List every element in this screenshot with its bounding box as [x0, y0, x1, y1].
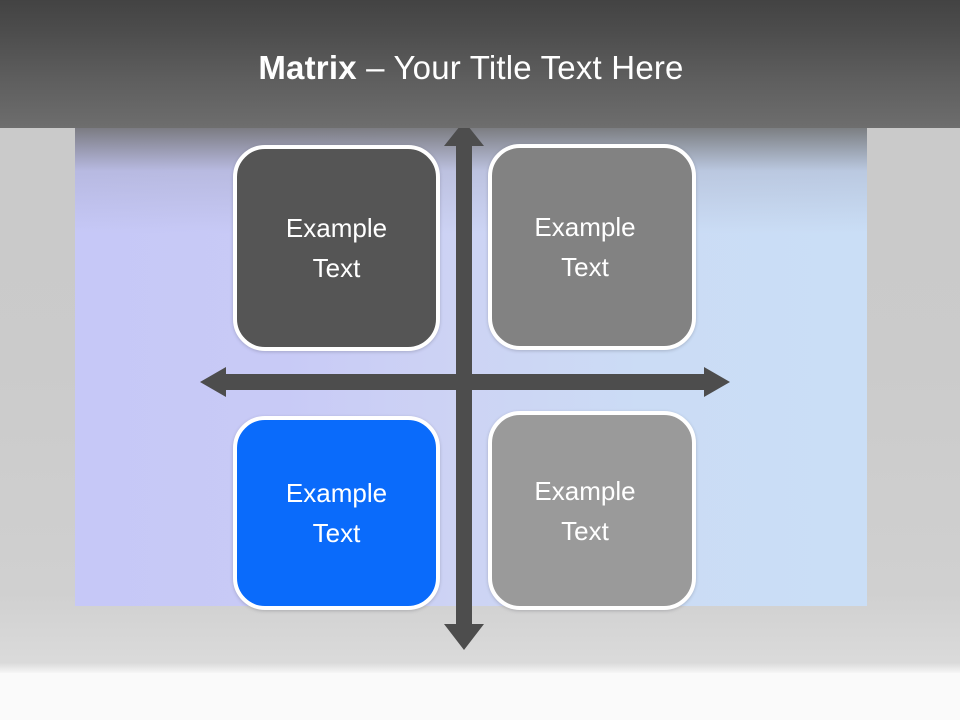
page-title: Matrix – Your Title Text Here [0, 48, 942, 88]
quadrant-top-left-label: Example Text [285, 213, 388, 283]
page-title-strong: Matrix [258, 49, 357, 86]
title-band: Matrix – Your Title Text Here [0, 0, 960, 128]
quadrant-top-right[interactable]: Example Text [488, 144, 696, 350]
quadrant-top-right-label: Example Text [534, 212, 636, 282]
quadrant-bottom-right-label: Example Text [534, 475, 636, 546]
quadrant-bottom-left-label: Example Text [285, 478, 388, 548]
content-panel [75, 128, 867, 606]
slide-bottom-margin [0, 673, 960, 720]
quadrant-bottom-left[interactable]: Example Text [233, 416, 440, 610]
quadrant-top-left[interactable]: Example Text [233, 145, 440, 351]
quadrant-bottom-right[interactable]: Example Text [488, 411, 696, 610]
page-title-rest: – Your Title Text Here [356, 49, 684, 86]
